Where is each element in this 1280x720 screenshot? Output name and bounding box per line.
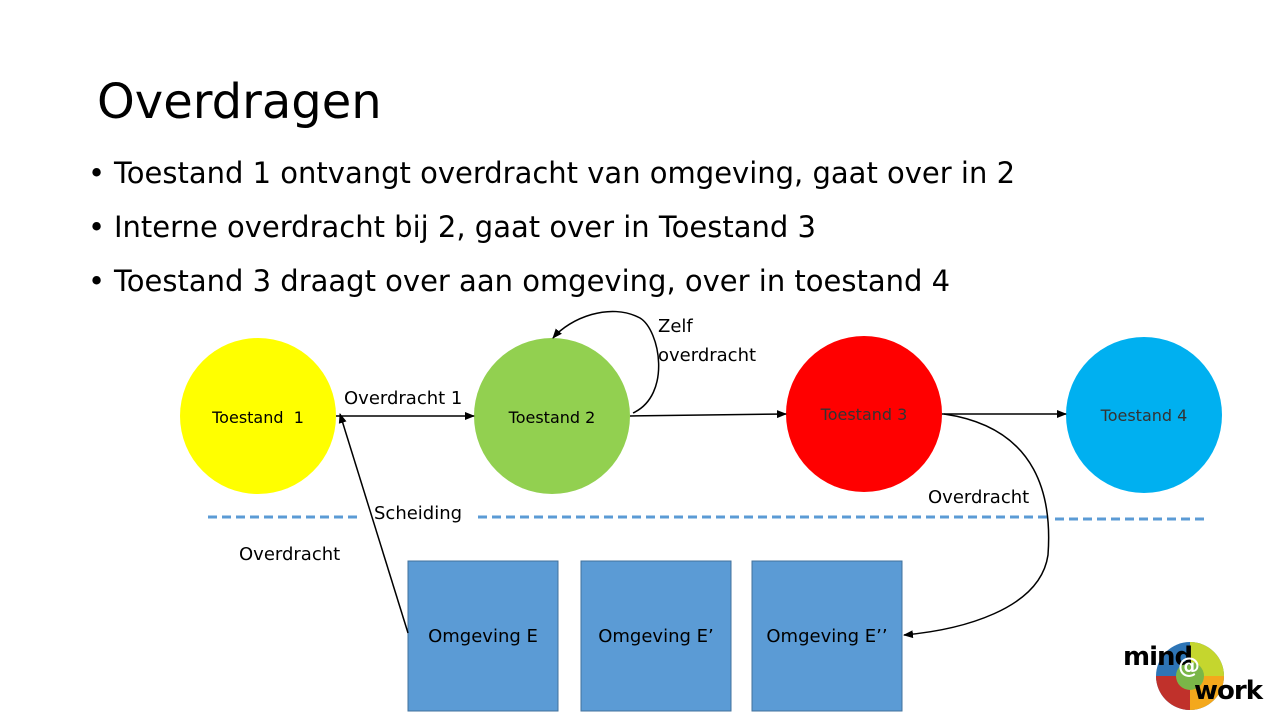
environment-box-e-double-prime bbox=[751, 560, 903, 712]
arrow-state2-to-state3 bbox=[629, 410, 787, 419]
environment-label-e-prime: Omgeving E’ bbox=[598, 626, 714, 647]
environment-box-e bbox=[407, 560, 559, 712]
bullet-item: •Interne overdracht bij 2, gaat over in … bbox=[88, 210, 816, 244]
logo-at-sign: @ bbox=[1178, 654, 1200, 679]
environment-label-e-double-prime: Omgeving E’’ bbox=[766, 626, 887, 647]
state-label-1: Toestand 1 bbox=[211, 408, 304, 427]
bullet-item: •Toestand 1 ontvangt overdracht van omge… bbox=[88, 156, 1016, 190]
state-circle-1 bbox=[180, 338, 336, 494]
state-label-2: Toestand 2 bbox=[508, 408, 596, 427]
bullet-item: •Toestand 3 draagt over aan omgeving, ov… bbox=[88, 264, 951, 298]
self-transfer-label-line2: overdracht bbox=[658, 345, 756, 366]
state-label-3: Toestand 3 bbox=[820, 405, 908, 424]
arrow-state3-to-environment bbox=[903, 413, 1050, 639]
transfer1-label: Overdracht 1 bbox=[344, 388, 462, 409]
state-circle-3 bbox=[786, 336, 942, 492]
arrow-environment-to-state1 bbox=[338, 413, 409, 634]
bullet-list: •Toestand 1 ontvangt overdracht van omge… bbox=[88, 152, 1015, 314]
environment-label-e: Omgeving E bbox=[428, 626, 538, 647]
mind-at-work-logo: mind @ work bbox=[1120, 638, 1265, 713]
environment-box-e-prime bbox=[580, 560, 732, 712]
bullet-text: Toestand 1 ontvangt overdracht van omgev… bbox=[114, 156, 1016, 190]
bullet-text: Interne overdracht bij 2, gaat over in T… bbox=[114, 210, 816, 244]
bullet-text: Toestand 3 draagt over aan omgeving, ove… bbox=[114, 264, 951, 298]
state-circle-4 bbox=[1066, 337, 1222, 493]
transfer-in-label: Overdracht bbox=[239, 544, 340, 565]
slide-title: Overdragen bbox=[97, 74, 382, 130]
logo-text-work: work bbox=[1194, 676, 1263, 706]
state-label-4: Toestand 4 bbox=[1100, 406, 1188, 425]
arrow-self-transfer bbox=[552, 310, 660, 414]
self-transfer-label-line1: Zelf bbox=[658, 316, 693, 337]
logo-text-mind: mind bbox=[1123, 642, 1193, 672]
transfer-out-label: Overdracht bbox=[928, 487, 1029, 508]
state-circle-2 bbox=[474, 338, 630, 494]
separation-label: Scheiding bbox=[374, 503, 462, 524]
logo-graphic bbox=[1156, 642, 1224, 710]
